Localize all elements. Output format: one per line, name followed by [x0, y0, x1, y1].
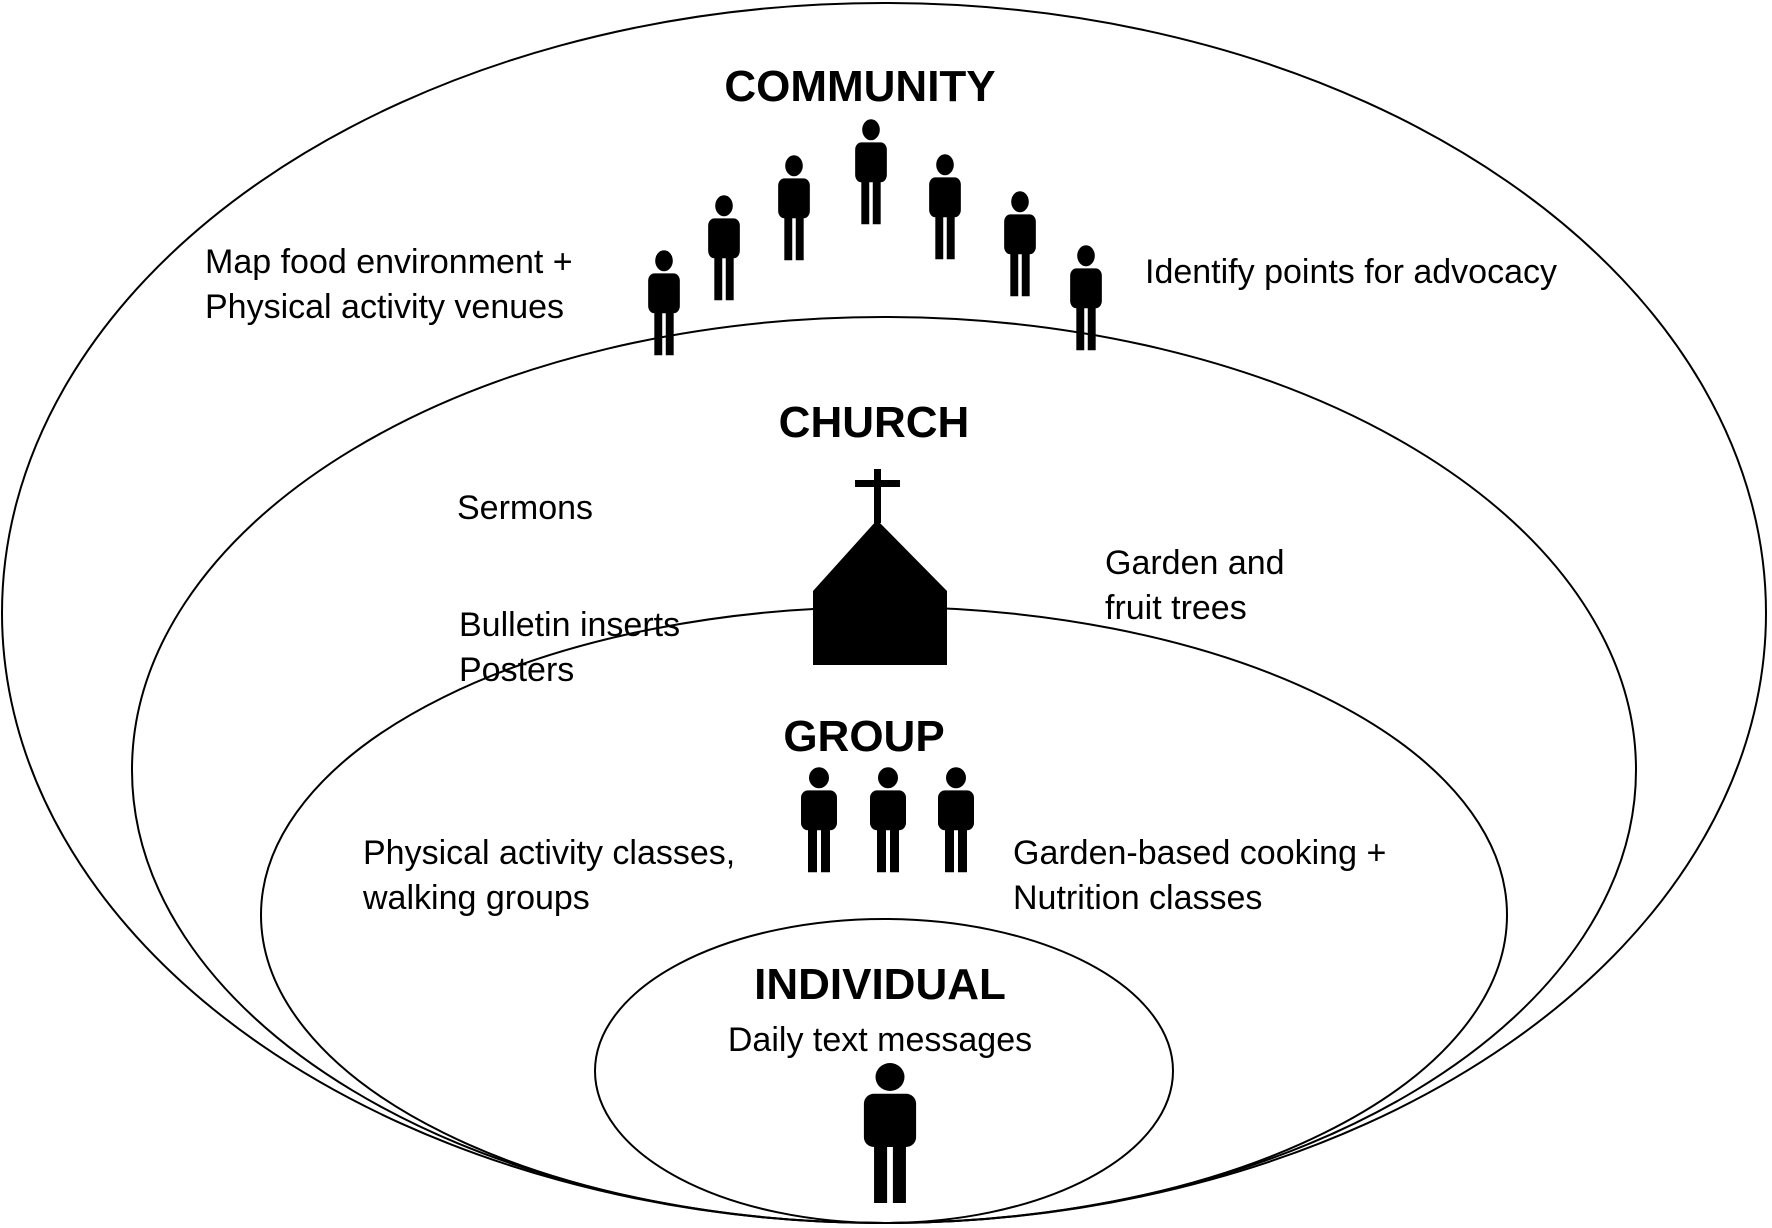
person-icon — [863, 1063, 917, 1203]
community-title: COMMUNITY — [724, 62, 995, 111]
person-icon — [801, 767, 837, 873]
group-title: GROUP — [783, 712, 944, 761]
person-icon — [855, 119, 887, 225]
church-note-garden: Garden and fruit trees — [1105, 544, 1294, 627]
community-note-left: Map food environment + Physical activity… — [205, 243, 582, 326]
church-title: CHURCH — [779, 398, 970, 447]
group-note-left: Physical activity classes, walking group… — [362, 834, 745, 917]
individual-person — [863, 1063, 917, 1203]
person-icon — [929, 154, 961, 260]
community-note-right: Identify points for advocacy — [1145, 253, 1557, 291]
individual-ring — [594, 918, 1174, 1224]
community-people — [648, 119, 1102, 356]
person-icon — [938, 767, 974, 873]
person-icon — [1004, 191, 1036, 297]
group-note-right: Garden-based cooking + Nutrition classes — [1013, 834, 1396, 917]
church-note-bulletin: Bulletin inserts Posters — [459, 606, 690, 689]
individual-note: Daily text messages — [728, 1021, 1032, 1059]
individual-title: INDIVIDUAL — [754, 960, 1006, 1009]
person-icon — [708, 195, 740, 301]
group-people — [801, 767, 974, 873]
church-icon — [813, 469, 947, 665]
person-icon — [870, 767, 906, 873]
church-note-sermons: Sermons — [457, 489, 593, 527]
person-icon — [778, 155, 810, 261]
